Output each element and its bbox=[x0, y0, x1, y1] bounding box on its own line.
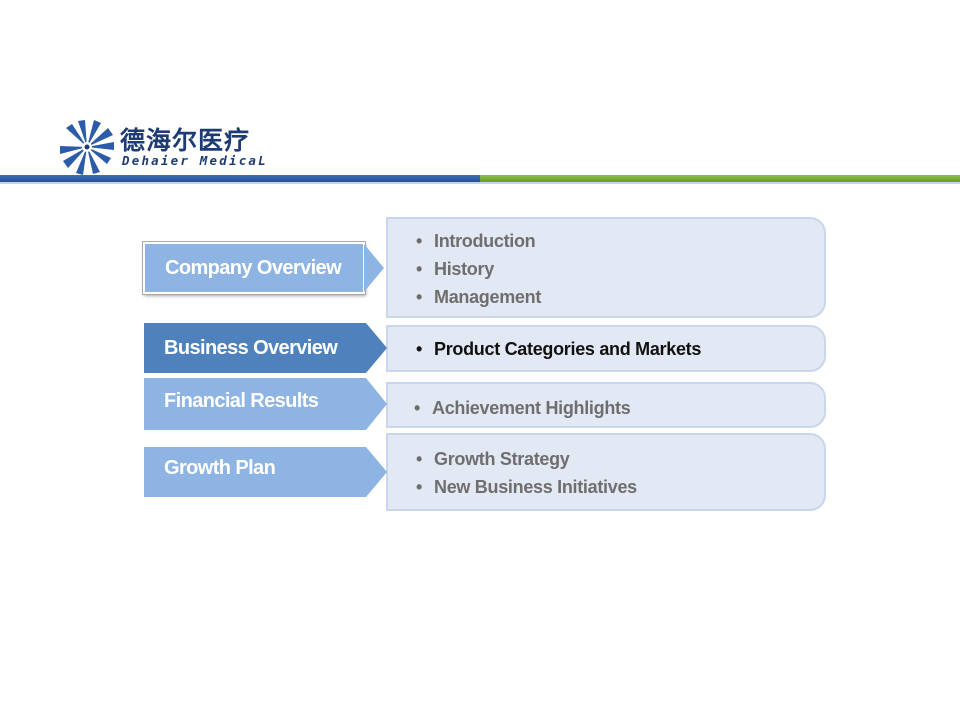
agenda-label-company-overview[interactable]: Company Overview bbox=[142, 241, 366, 295]
logo-chinese-name: 德海尔医疗 bbox=[120, 126, 251, 155]
agenda-label-growth-plan[interactable]: Growth Plan bbox=[144, 447, 366, 497]
agenda-bullet-item: New Business Initiatives bbox=[416, 473, 824, 501]
agenda-bullet-item: Management bbox=[416, 283, 824, 311]
agenda-arrow-icon bbox=[366, 323, 387, 373]
agenda-arrow-icon bbox=[366, 447, 387, 497]
company-logo: 德海尔医疗 Dehaier MedicaL bbox=[58, 118, 288, 178]
agenda-bullet-item: History bbox=[416, 255, 824, 283]
header-divider-blue bbox=[0, 175, 480, 182]
agenda-content-box: Introduction History Management bbox=[386, 217, 826, 318]
agenda-arrow-icon bbox=[366, 378, 387, 430]
agenda-label-text: Business Overview bbox=[164, 336, 338, 359]
logo-english-name: Dehaier MedicaL bbox=[122, 153, 268, 168]
agenda-label-text: Growth Plan bbox=[164, 457, 276, 479]
agenda-label-financial-results[interactable]: Financial Results bbox=[144, 378, 366, 430]
agenda-label-text: Financial Results bbox=[164, 390, 319, 412]
agenda-bullet-item: Growth Strategy bbox=[416, 445, 824, 473]
agenda-bullet-list: Growth Strategy New Business Initiatives bbox=[416, 445, 824, 501]
agenda-bullet-item: Achievement Highlights bbox=[414, 394, 824, 422]
logo-pinwheel-icon bbox=[60, 120, 114, 175]
agenda-content-box: Achievement Highlights bbox=[386, 382, 826, 428]
header-divider bbox=[0, 175, 960, 184]
header-divider-green bbox=[480, 175, 960, 182]
agenda-bullet-list: Achievement Highlights bbox=[414, 394, 824, 422]
agenda-label-text: Company Overview bbox=[165, 256, 342, 279]
agenda-label-business-overview[interactable]: Business Overview bbox=[144, 323, 366, 373]
agenda-bullet-item: Product Categories and Markets bbox=[416, 335, 824, 363]
agenda-content-box: Product Categories and Markets bbox=[386, 325, 826, 372]
agenda-bullet-list: Introduction History Management bbox=[416, 227, 824, 311]
agenda-content-box: Growth Strategy New Business Initiatives bbox=[386, 433, 826, 511]
agenda-bullet-item: Introduction bbox=[416, 227, 824, 255]
agenda-bullet-list: Product Categories and Markets bbox=[416, 335, 824, 363]
agenda-arrow-icon bbox=[364, 244, 384, 292]
header-divider-shadow bbox=[0, 182, 960, 184]
